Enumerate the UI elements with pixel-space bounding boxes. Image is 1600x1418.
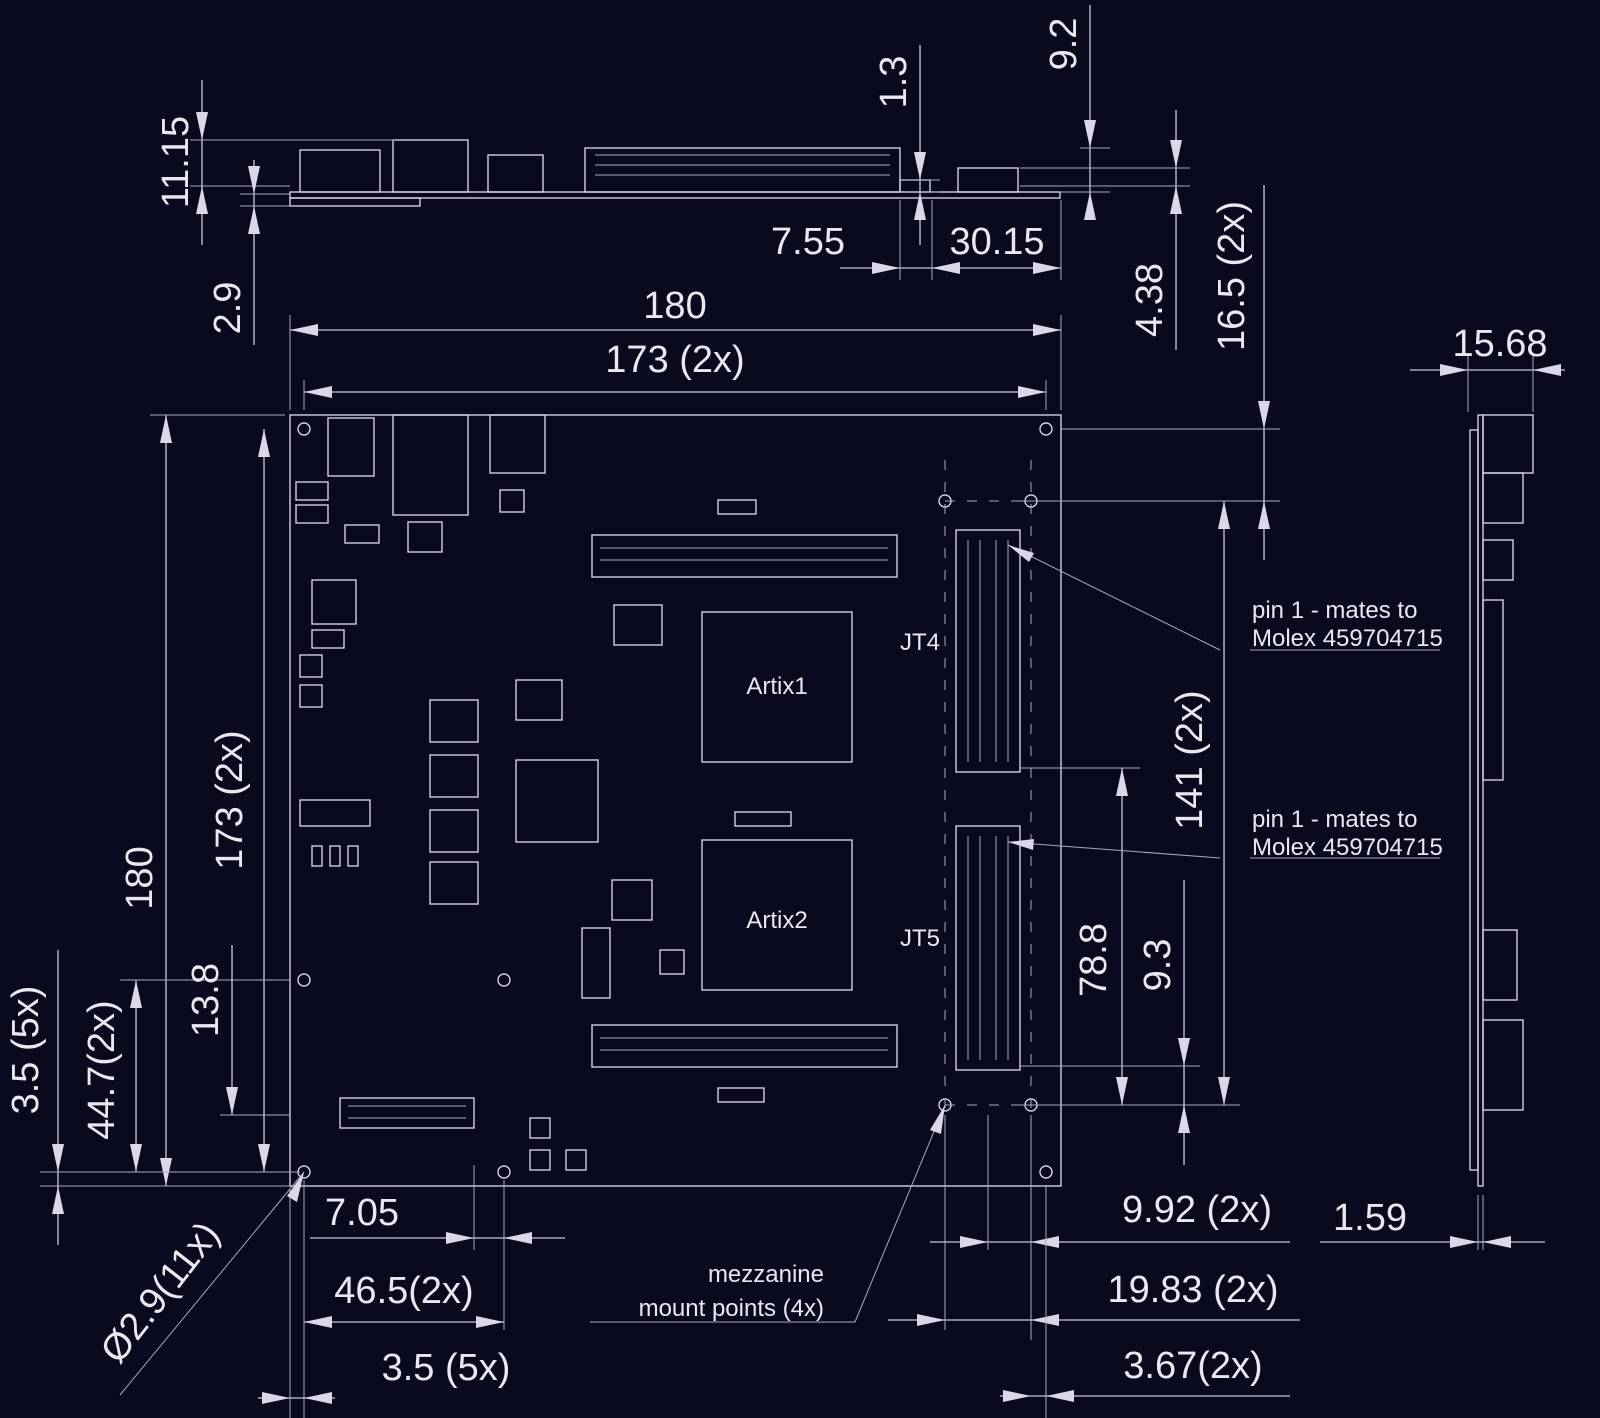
side-view-connector xyxy=(957,167,1019,193)
dim-9-3: 9.3 xyxy=(1137,939,1179,992)
dim-15-68: 15.68 xyxy=(1452,323,1547,365)
pin1-jt4-note-line1: pin 1 - mates to xyxy=(1252,597,1417,624)
usb-port xyxy=(489,414,546,474)
dim-7-55: 7.55 xyxy=(771,221,845,263)
dim-180-left: 180 xyxy=(119,846,161,909)
dim-78-8: 78.8 xyxy=(1073,923,1115,997)
pin1-jt5-note-line2: Molex 459704715 xyxy=(1252,834,1443,861)
dim-30-15: 30.15 xyxy=(949,221,1044,263)
pin1-jt4-leader xyxy=(1007,544,1221,651)
sodimm-socket-bottom xyxy=(591,1024,898,1068)
board-outline xyxy=(289,414,1062,1187)
power-jack xyxy=(327,417,375,477)
dim-141: 141 (2x) xyxy=(1169,690,1211,829)
dim-173-left: 173 (2x) xyxy=(209,730,251,869)
dim-3-5-left: 3.5 (5x) xyxy=(5,986,47,1115)
connector-jt4-label: JT4 xyxy=(900,629,940,656)
side-view-ethernet xyxy=(392,139,469,193)
dim-1-59: 1.59 xyxy=(1333,1197,1407,1239)
dim-46-5: 46.5(2x) xyxy=(334,1270,473,1312)
dim-1-3: 1.3 xyxy=(873,56,915,109)
connector-jt5-label: JT5 xyxy=(900,925,940,952)
sodimm-socket-top xyxy=(591,534,898,578)
side-view-usb xyxy=(487,154,544,193)
chip-artix2-label: Artix2 xyxy=(746,907,807,934)
dimension-lines xyxy=(40,5,1565,1418)
dim-3-67: 3.67(2x) xyxy=(1123,1345,1262,1387)
dim-3-5-bottom: 3.5 (5x) xyxy=(382,1347,511,1389)
misc-components xyxy=(295,481,792,1171)
dim-9-2: 9.2 xyxy=(1043,18,1085,71)
side-view-sodimm xyxy=(584,147,901,193)
mezzanine-note-line1: mezzanine xyxy=(708,1261,824,1288)
mezzanine-leader xyxy=(854,1104,946,1323)
connector-jt5 xyxy=(955,825,1021,1071)
side-view-right xyxy=(1469,414,1534,1187)
chip-artix1 xyxy=(701,611,853,763)
pin1-jt5-leader xyxy=(1007,841,1221,859)
connector-jt4 xyxy=(955,529,1021,773)
dim-16-5: 16.5 (2x) xyxy=(1211,201,1253,351)
dim-173-top: 173 (2x) xyxy=(605,339,744,381)
dim-44-7: 44.7(2x) xyxy=(81,1000,123,1139)
side-view-bottom-parts xyxy=(289,197,421,207)
board-top-view: Artix1 Artix2 JT4 JT5 xyxy=(289,414,1062,1187)
side-view-top xyxy=(289,139,1061,207)
dim-4-38: 4.38 xyxy=(1129,263,1171,337)
dim-9-92: 9.92 (2x) xyxy=(1122,1189,1272,1231)
ethernet-jack xyxy=(392,414,469,516)
dim-13-8: 13.8 xyxy=(185,963,227,1037)
annotations: pin 1 - mates to Molex 459704715 pin 1 -… xyxy=(639,597,1443,1322)
dimension-text: 180 173 (2x) 7.55 30.15 15.68 1.59 7.05 … xyxy=(5,18,1548,1389)
side-view-power-jack xyxy=(299,149,381,193)
dim-7-05: 7.05 xyxy=(325,1192,399,1234)
dim-11-15: 11.15 xyxy=(155,116,197,208)
dim-19-83: 19.83 (2x) xyxy=(1107,1269,1278,1311)
hole-leader xyxy=(119,1171,305,1396)
chip-artix2 xyxy=(701,839,853,991)
pin1-jt4-note-line2: Molex 459704715 xyxy=(1252,625,1443,652)
dim-180-top: 180 xyxy=(643,285,706,327)
pin1-jt5-note-line1: pin 1 - mates to xyxy=(1252,806,1417,833)
chip-artix1-label: Artix1 xyxy=(746,673,807,700)
mezzanine-note-line2: mount points (4x) xyxy=(639,1295,824,1322)
dim-2-9: 2.9 xyxy=(207,282,249,335)
